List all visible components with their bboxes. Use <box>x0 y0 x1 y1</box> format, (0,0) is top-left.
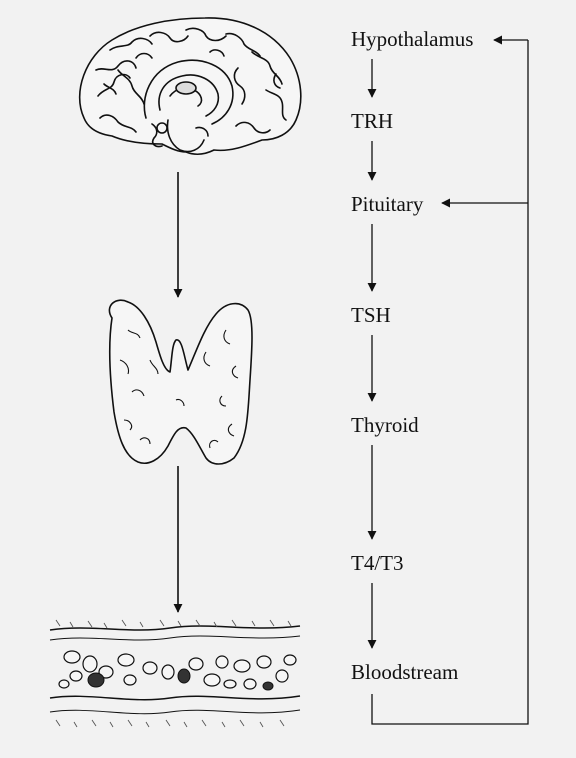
blood-vessel-illustration <box>49 619 301 728</box>
feedback-loop <box>371 35 529 725</box>
label-pituitary: Pituitary <box>351 192 424 216</box>
label-t4t3: T4/T3 <box>351 551 404 575</box>
label-tsh: TSH <box>351 303 391 327</box>
label-thyroid: Thyroid <box>351 413 419 437</box>
feedback-line <box>371 40 529 725</box>
label-hypothalamus: Hypothalamus <box>351 27 474 51</box>
label-bloodstream: Bloodstream <box>351 660 459 684</box>
brain-illustration <box>79 17 302 155</box>
label-trh: TRH <box>351 109 393 133</box>
thyroid-illustration <box>108 299 253 465</box>
